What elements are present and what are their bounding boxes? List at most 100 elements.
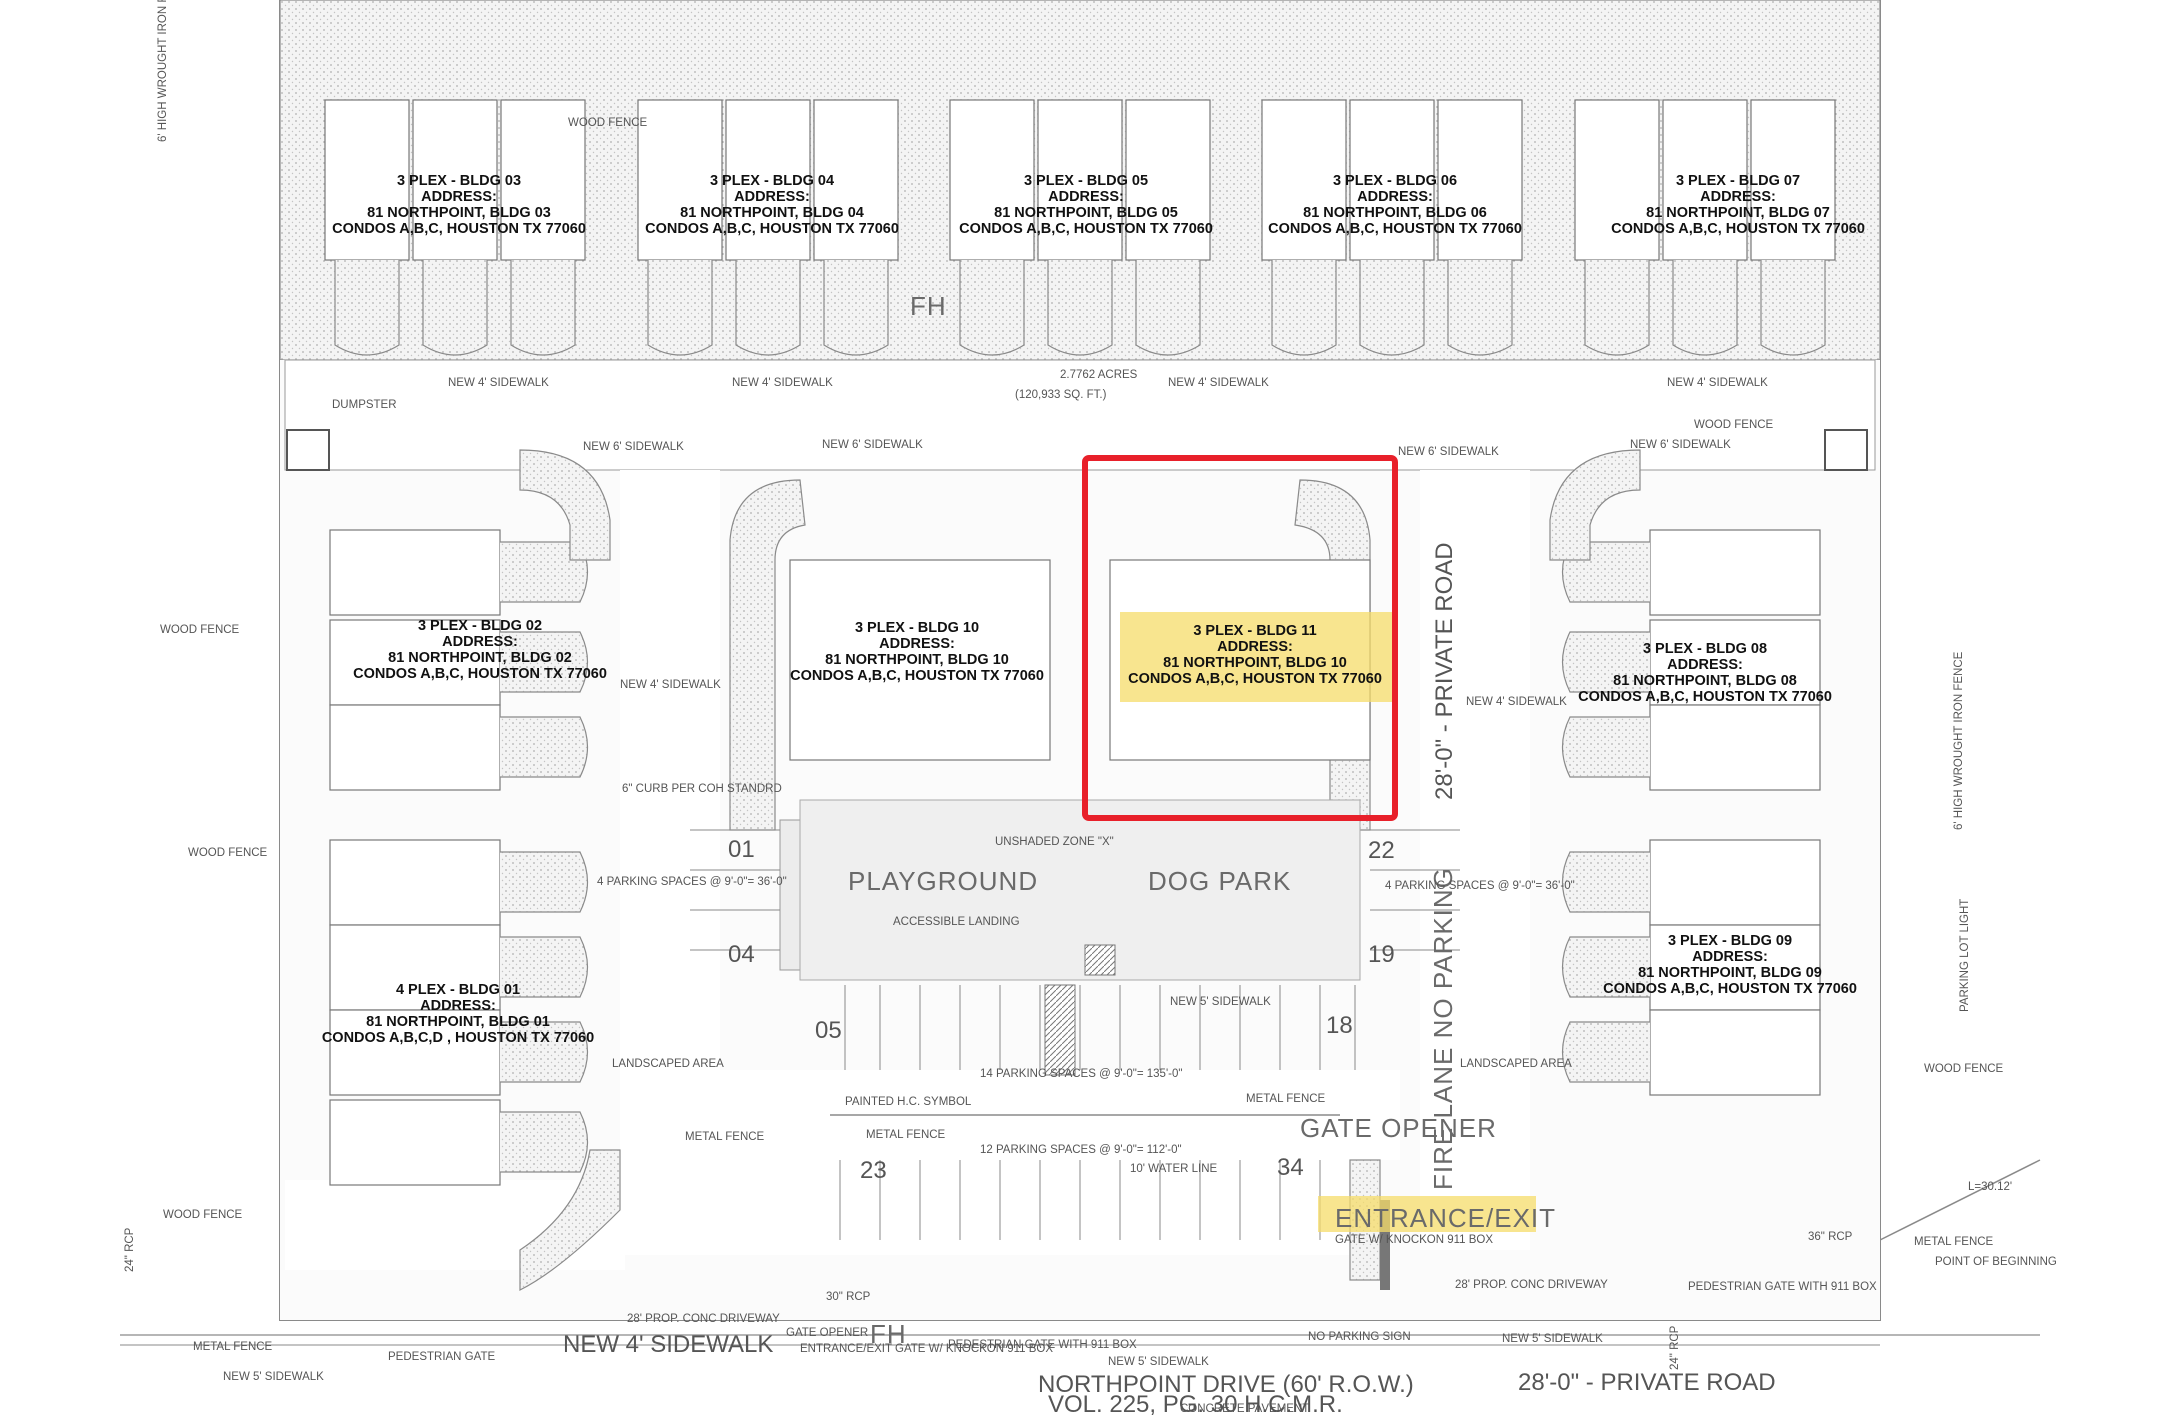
water-line-label: 10' WATER LINE (1130, 1163, 1218, 1175)
unit-footprint (329, 704, 501, 791)
building-label-bldg06-line-0: 3 PLEX - BLDG 06 (1333, 173, 1457, 189)
building-label-bldg06-line-2: 81 NORTHPOINT, BLDG 06 (1303, 205, 1487, 221)
new-sidewalk-bottom-label: NEW 4' SIDEWALK (563, 1331, 773, 1358)
unit-footprint (813, 99, 899, 261)
new-4-sidewalk-3: NEW 4' SIDEWALK (1168, 377, 1269, 389)
building-label-bldg01-line-3: CONDOS A,B,C,D , HOUSTON TX 77060 (322, 1030, 594, 1046)
building-label-bldg03-line-2: 81 NORTHPOINT, BLDG 03 (367, 205, 551, 221)
building-label-bldg05-line-1: ADDRESS: (1048, 189, 1124, 205)
new-6-sidewalk-center: NEW 6' SIDEWALK (822, 439, 923, 451)
unit-footprint (412, 99, 498, 261)
unit-footprint (1649, 1009, 1821, 1096)
building-label-bldg05-line-0: 3 PLEX - BLDG 05 (1024, 173, 1148, 189)
building-label-bldg09-line-1: ADDRESS: (1692, 949, 1768, 965)
callout-box (1082, 455, 1398, 821)
dumpsters (286, 429, 1868, 471)
building-label-bldg08-line-2: 81 NORTHPOINT, BLDG 08 (1613, 673, 1797, 689)
sqft-label: (120,933 SQ. FT.) (1015, 389, 1107, 401)
driveway-apron (735, 260, 801, 356)
entrance-exit-label: ENTRANCE/EXIT (1335, 1203, 1556, 1233)
unit-footprint (1649, 839, 1821, 926)
building-label-bldg02-line-1: ADDRESS: (442, 634, 518, 650)
parking-12: 12 PARKING SPACES @ 9'-0"= 112'-0" (980, 1144, 1182, 1156)
building-label-bldg11-line-0: 3 PLEX - BLDG 11 (1193, 623, 1316, 639)
building-label-bldg03-line-0: 3 PLEX - BLDG 03 (397, 173, 521, 189)
northpoint-drive-label: NORTHPOINT DRIVE (60' R.O.W.) (1038, 1371, 1414, 1398)
building-label-bldg06-line-3: CONDOS A,B,C, HOUSTON TX 77060 (1268, 221, 1522, 237)
concrete-pavement: CONCRETE PAVEMENT (1180, 1403, 1309, 1415)
driveway-apron (1561, 1021, 1650, 1083)
parking-14: 14 PARKING SPACES @ 9'-0"= 135'-0" (980, 1068, 1182, 1080)
driveway-apron (1447, 260, 1513, 356)
driveway-apron (500, 936, 589, 998)
rcp-30-note: 30" RCP (826, 1291, 871, 1303)
driveway-apron (1135, 260, 1201, 356)
building-label-bldg01-line-1: ADDRESS: (420, 998, 496, 1014)
entrance-knockon-note: ENTRANCE/EXIT GATE W/ KNOCKON 911 BOX (800, 1343, 1053, 1355)
new-4-sidewalk-4: NEW 4' SIDEWALK (1667, 377, 1768, 389)
building-label-bldg07-line-0: 3 PLEX - BLDG 07 (1676, 173, 1800, 189)
building-label-bldg03-line-1: ADDRESS: (421, 189, 497, 205)
new-4-sidewalk-6: NEW 4' SIDEWALK (1466, 696, 1567, 708)
drive-aisles (284, 359, 1876, 1270)
building-label-bldg04-line-0: 3 PLEX - BLDG 04 (710, 173, 834, 189)
building-label-bldg08-line-1: ADDRESS: (1667, 657, 1743, 673)
fire-lane-label: FIRE LANE NO PARKING (1428, 867, 1458, 1190)
parking-number-34: 34 (1277, 1154, 1304, 1181)
top-row-buildings (324, 99, 1836, 356)
unit-footprint (1574, 99, 1660, 261)
rcp-24-left: 24" RCP (124, 1227, 136, 1272)
pedestrian-gate-911-1: PEDESTRIAN GATE WITH 911 BOX (948, 1339, 1137, 1351)
building-label-bldg08-line-0: 3 PLEX - BLDG 08 (1643, 641, 1767, 657)
driveway-apron (1561, 936, 1650, 998)
painted-hc-note: PAINTED H.C. SYMBOL (845, 1096, 972, 1108)
area-labels: PLAYGROUND DOG PARK GATE OPENER ENTRANCE… (563, 291, 1776, 1396)
rcp-24-right: 24" RCP (1669, 1325, 1681, 1370)
building-label-bldg04-line-1: ADDRESS: (734, 189, 810, 205)
driveway-apron (647, 260, 713, 356)
fh-top-label: FH (910, 291, 947, 321)
driveway-apron (500, 1111, 589, 1173)
new-4-sidewalk-5: NEW 4' SIDEWALK (620, 679, 721, 691)
building-label-bldg03-line-3: CONDOS A,B,C, HOUSTON TX 77060 (332, 221, 586, 237)
sidewalks (519, 449, 1641, 1291)
gate-knockon-note: GATE W/ KNOCKON 911 BOX (1335, 1234, 1493, 1246)
acres-label: 2.7762 ACRES (1060, 369, 1138, 381)
driveway-apron (1584, 260, 1650, 356)
dumpster-note: DUMPSTER (332, 399, 397, 411)
parking-number-05: 05 (815, 1017, 842, 1044)
iron-fence-right: 6' HIGH WROUGHT IRON FENCE (1953, 651, 1965, 830)
rcp-36-note: 36" RCP (1808, 1231, 1853, 1243)
unit-footprint (324, 99, 410, 261)
point-of-beginning: POINT OF BEGINNING (1935, 1256, 2057, 1268)
driveway-apron (1271, 260, 1337, 356)
building-label-bldg09-line-2: 81 NORTHPOINT, BLDG 09 (1638, 965, 1822, 981)
unit-footprint (637, 99, 723, 261)
unit-footprint (1261, 99, 1347, 261)
parking-number-19: 19 (1368, 941, 1395, 968)
parking-number-18: 18 (1326, 1012, 1353, 1039)
metal-fence-1: METAL FENCE (1246, 1093, 1326, 1105)
driveway-apron (500, 851, 589, 913)
no-parking-sign-note: NO PARKING SIGN (1308, 1331, 1411, 1343)
unit-footprint (725, 99, 811, 261)
parking-4-left: 4 PARKING SPACES @ 9'-0"= 36'-0" (597, 876, 787, 888)
unit-footprint (329, 529, 501, 616)
unit-footprint (500, 99, 586, 261)
new-6-sidewalk-right: NEW 6' SIDEWALK (1398, 446, 1499, 458)
new-6-sidewalk-left: NEW 6' SIDEWALK (583, 441, 684, 453)
wood-fence-note-right2: WOOD FENCE (1924, 1063, 2004, 1075)
driveway-apron (959, 260, 1025, 356)
unit-footprint (329, 839, 501, 926)
parking-number-23: 23 (860, 1157, 887, 1184)
parking-number-04: 04 (728, 941, 755, 968)
wood-fence-note-left2: WOOD FENCE (188, 847, 268, 859)
entrance-highlight (1318, 1196, 1536, 1232)
wood-fence-note-right: WOOD FENCE (1694, 419, 1774, 431)
pedestrian-gate-911-2: PEDESTRIAN GATE WITH 911 BOX (1688, 1281, 1877, 1293)
metal-fence-4: METAL FENCE (193, 1341, 273, 1353)
unit-footprint (1649, 704, 1821, 791)
driveway-apron (1760, 260, 1826, 356)
driveway-apron (1561, 631, 1650, 693)
